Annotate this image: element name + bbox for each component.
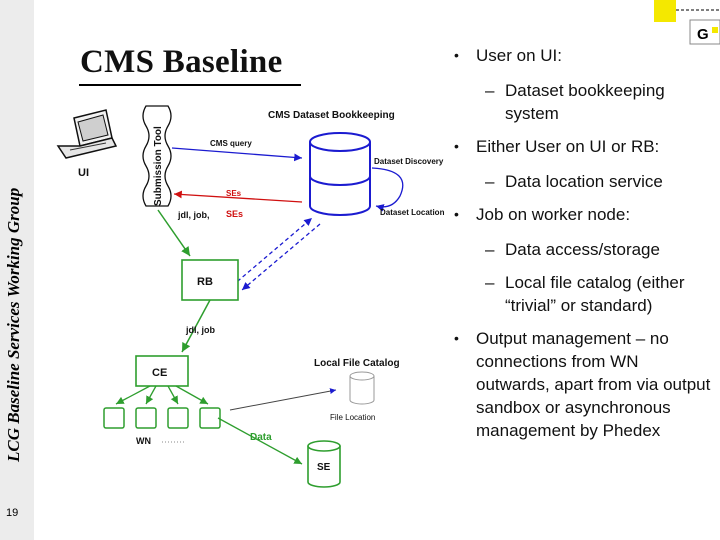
wn-to-catalog-arrow <box>229 388 337 411</box>
bullet-marker: • <box>454 330 459 346</box>
wn-boxes <box>103 407 221 429</box>
bullet-item: •Output management – no connections from… <box>454 329 711 440</box>
sub-bullet-item: –Data access/storage <box>485 240 660 259</box>
logo-accent <box>712 27 718 33</box>
laptop-icon <box>56 109 118 159</box>
discovery-loop-arrow <box>371 167 404 212</box>
bullet-list: •User on UI: –Dataset bookkeeping system… <box>452 44 712 454</box>
wn-to-se-data-arrow <box>217 417 303 465</box>
dataset-location-label: Dataset Location <box>380 208 445 217</box>
bullet-marker: • <box>454 138 459 154</box>
catalog-db-icon <box>349 371 375 405</box>
title-underline <box>79 84 301 86</box>
slide-number: 19 <box>6 507 19 519</box>
rb-to-ce-arrow <box>181 299 211 353</box>
slide-title: CMS Baseline <box>80 44 283 80</box>
database-icon <box>309 132 371 216</box>
local-file-catalog-label: Local File Catalog <box>314 358 400 369</box>
bullet-marker: • <box>454 206 459 222</box>
jdl-job-label: jdl, job <box>185 325 215 335</box>
se-db-icon <box>307 440 341 488</box>
sub-bullet-item: –Dataset bookkeeping system <box>485 81 665 123</box>
dash-marker: – <box>485 273 495 292</box>
logo-yellow-square <box>654 0 676 22</box>
wn-label: WN <box>136 436 151 446</box>
ses-return-arrow <box>173 190 303 203</box>
jdl-job-ses-label: jdl, job, <box>177 210 210 220</box>
data-label: Data <box>250 432 272 443</box>
dash-marker: – <box>485 240 495 259</box>
ce-label: CE <box>152 367 167 379</box>
bullet-item: •Job on worker node: <box>454 205 631 224</box>
sub-bullet-item: –Local file catalog (either “trivial” or… <box>485 273 685 315</box>
cms-query-label: CMS query <box>210 139 252 148</box>
rb-response-dashed-arrow <box>241 223 321 291</box>
ui-to-rb-arrow <box>157 209 191 257</box>
ui-label: UI <box>78 167 89 179</box>
rb-label: RB <box>197 276 213 288</box>
sidebar: LCG Baseline Services Working Group 19 <box>0 0 34 540</box>
ses-red-label: SEs <box>226 209 243 219</box>
ses-return-label: SEs <box>226 189 242 198</box>
bullet-marker: • <box>454 47 459 63</box>
bookkeeping-label: CMS Dataset Bookkeeping <box>268 110 395 121</box>
cms-query-arrow <box>171 147 303 162</box>
se-label: SE <box>317 462 331 473</box>
submission-tool-banner <box>142 105 172 207</box>
ce-box <box>135 355 189 387</box>
dataset-discovery-label: Dataset Discovery <box>374 157 444 166</box>
sub-bullet-item: –Data location service <box>485 172 663 191</box>
bullet-item: •User on UI: <box>454 46 562 65</box>
lcg-logo: G <box>654 0 720 45</box>
ce-to-wn-arrows <box>115 385 209 405</box>
rb-query-dashed-arrow <box>231 217 313 287</box>
logo-letter: G <box>697 26 709 43</box>
bullet-item: •Either User on UI or RB: <box>454 137 660 156</box>
dash-marker: – <box>485 81 495 100</box>
cms-diagram: UI Submission Tool CMS Dataset Bookkeepi… <box>56 105 445 488</box>
dash-marker: – <box>485 172 495 191</box>
submission-tool-label: Submission Tool <box>153 126 164 206</box>
file-location-label: File Location <box>330 413 375 422</box>
